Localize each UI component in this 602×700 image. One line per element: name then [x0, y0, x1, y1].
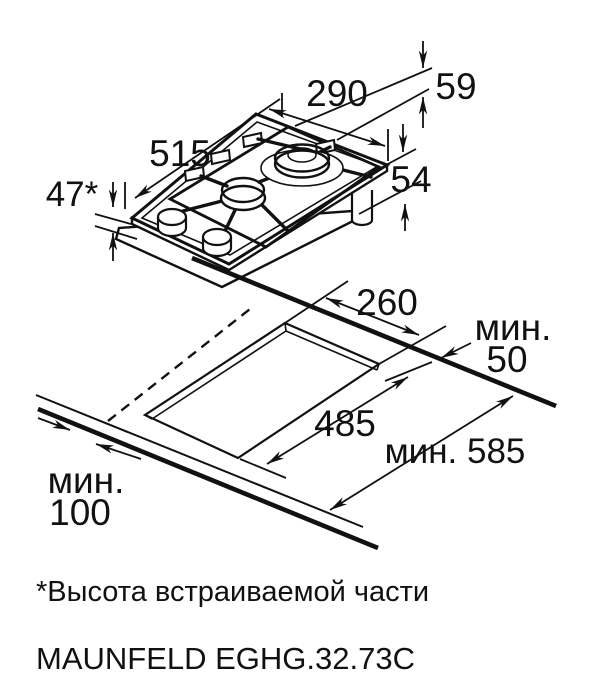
burner-small-cap	[220, 176, 266, 204]
grate-finger	[181, 199, 224, 213]
grate-finger	[258, 201, 290, 233]
extension-line	[358, 180, 422, 215]
extension-line	[94, 213, 132, 225]
cutout-dimensions: 260 мин. 50 485 мин. 585 мин. 100	[37, 280, 552, 533]
control-knob-1	[156, 207, 188, 238]
extension-line	[239, 458, 287, 479]
pan-support-frame	[167, 125, 382, 249]
burner-large-base	[273, 149, 331, 179]
dimension-line-260	[325, 297, 420, 336]
burner-small	[219, 176, 267, 212]
burner-large	[260, 143, 344, 187]
dimension-arrow-min100-b	[95, 443, 142, 460]
dim-label-485: 485	[314, 403, 376, 444]
dim-label-100: 100	[49, 492, 111, 533]
dimension-line-290	[268, 108, 386, 147]
burner-large-inner-cap	[287, 147, 317, 163]
worktop-front-edge	[37, 406, 379, 551]
dimension-line-515	[134, 98, 281, 199]
cutout-opening	[142, 321, 382, 460]
burner-small-base	[219, 184, 267, 212]
model-name: MAUNFELD EGHG.32.73C	[36, 641, 415, 676]
dim-label-54: 54	[390, 159, 431, 200]
hob-isometric-view: 515 290 59 54 47*	[46, 41, 477, 289]
dim-label-50: 50	[486, 339, 527, 380]
knob-top	[201, 227, 233, 247]
dim-label-47: 47*	[46, 175, 99, 214]
gas-pipe-foot	[350, 190, 374, 227]
dim-label-59: 59	[435, 66, 476, 107]
dim-label-515: 515	[149, 133, 211, 174]
cutout-inner-wall	[144, 330, 287, 420]
dim-label-min585: мин. 585	[385, 432, 526, 471]
dim-label-min-front: мин.	[48, 460, 125, 501]
dim-label-260: 260	[356, 282, 418, 323]
dimension-arrow-min100-a	[37, 417, 71, 431]
extension-line	[284, 280, 349, 324]
dim-label-290: 290	[306, 73, 368, 114]
top-view-dimensions: 515 290 59 54 47*	[46, 41, 477, 261]
hidden-edge-dashed-line	[107, 308, 251, 422]
worktop-cutout-view: 260 мин. 50 485 мин. 585 мин. 100	[35, 255, 557, 551]
dim-label-min-back: мин.	[475, 307, 552, 348]
extension-line	[378, 325, 447, 365]
grate-tab	[209, 148, 232, 166]
extension-line	[384, 361, 433, 382]
cutout-inner-wall	[285, 330, 380, 371]
extension-line	[385, 148, 417, 166]
extension-line	[94, 225, 138, 240]
dimension-line-min585	[329, 395, 514, 511]
worktop-front-edge-inner	[35, 394, 364, 528]
footnote-built-in-height: *Высота встраиваемой части	[36, 576, 429, 608]
dimension-arrow-min50	[440, 342, 472, 359]
grate-tab	[241, 131, 264, 149]
knob-top	[156, 207, 188, 227]
grate-tab	[183, 165, 206, 183]
extension-line	[336, 88, 430, 141]
cutout-wall-tick	[284, 322, 287, 332]
control-knob-2	[201, 227, 233, 258]
grate-finger	[199, 174, 229, 188]
hob-inner-rim	[140, 121, 380, 256]
extension-line	[294, 67, 433, 127]
